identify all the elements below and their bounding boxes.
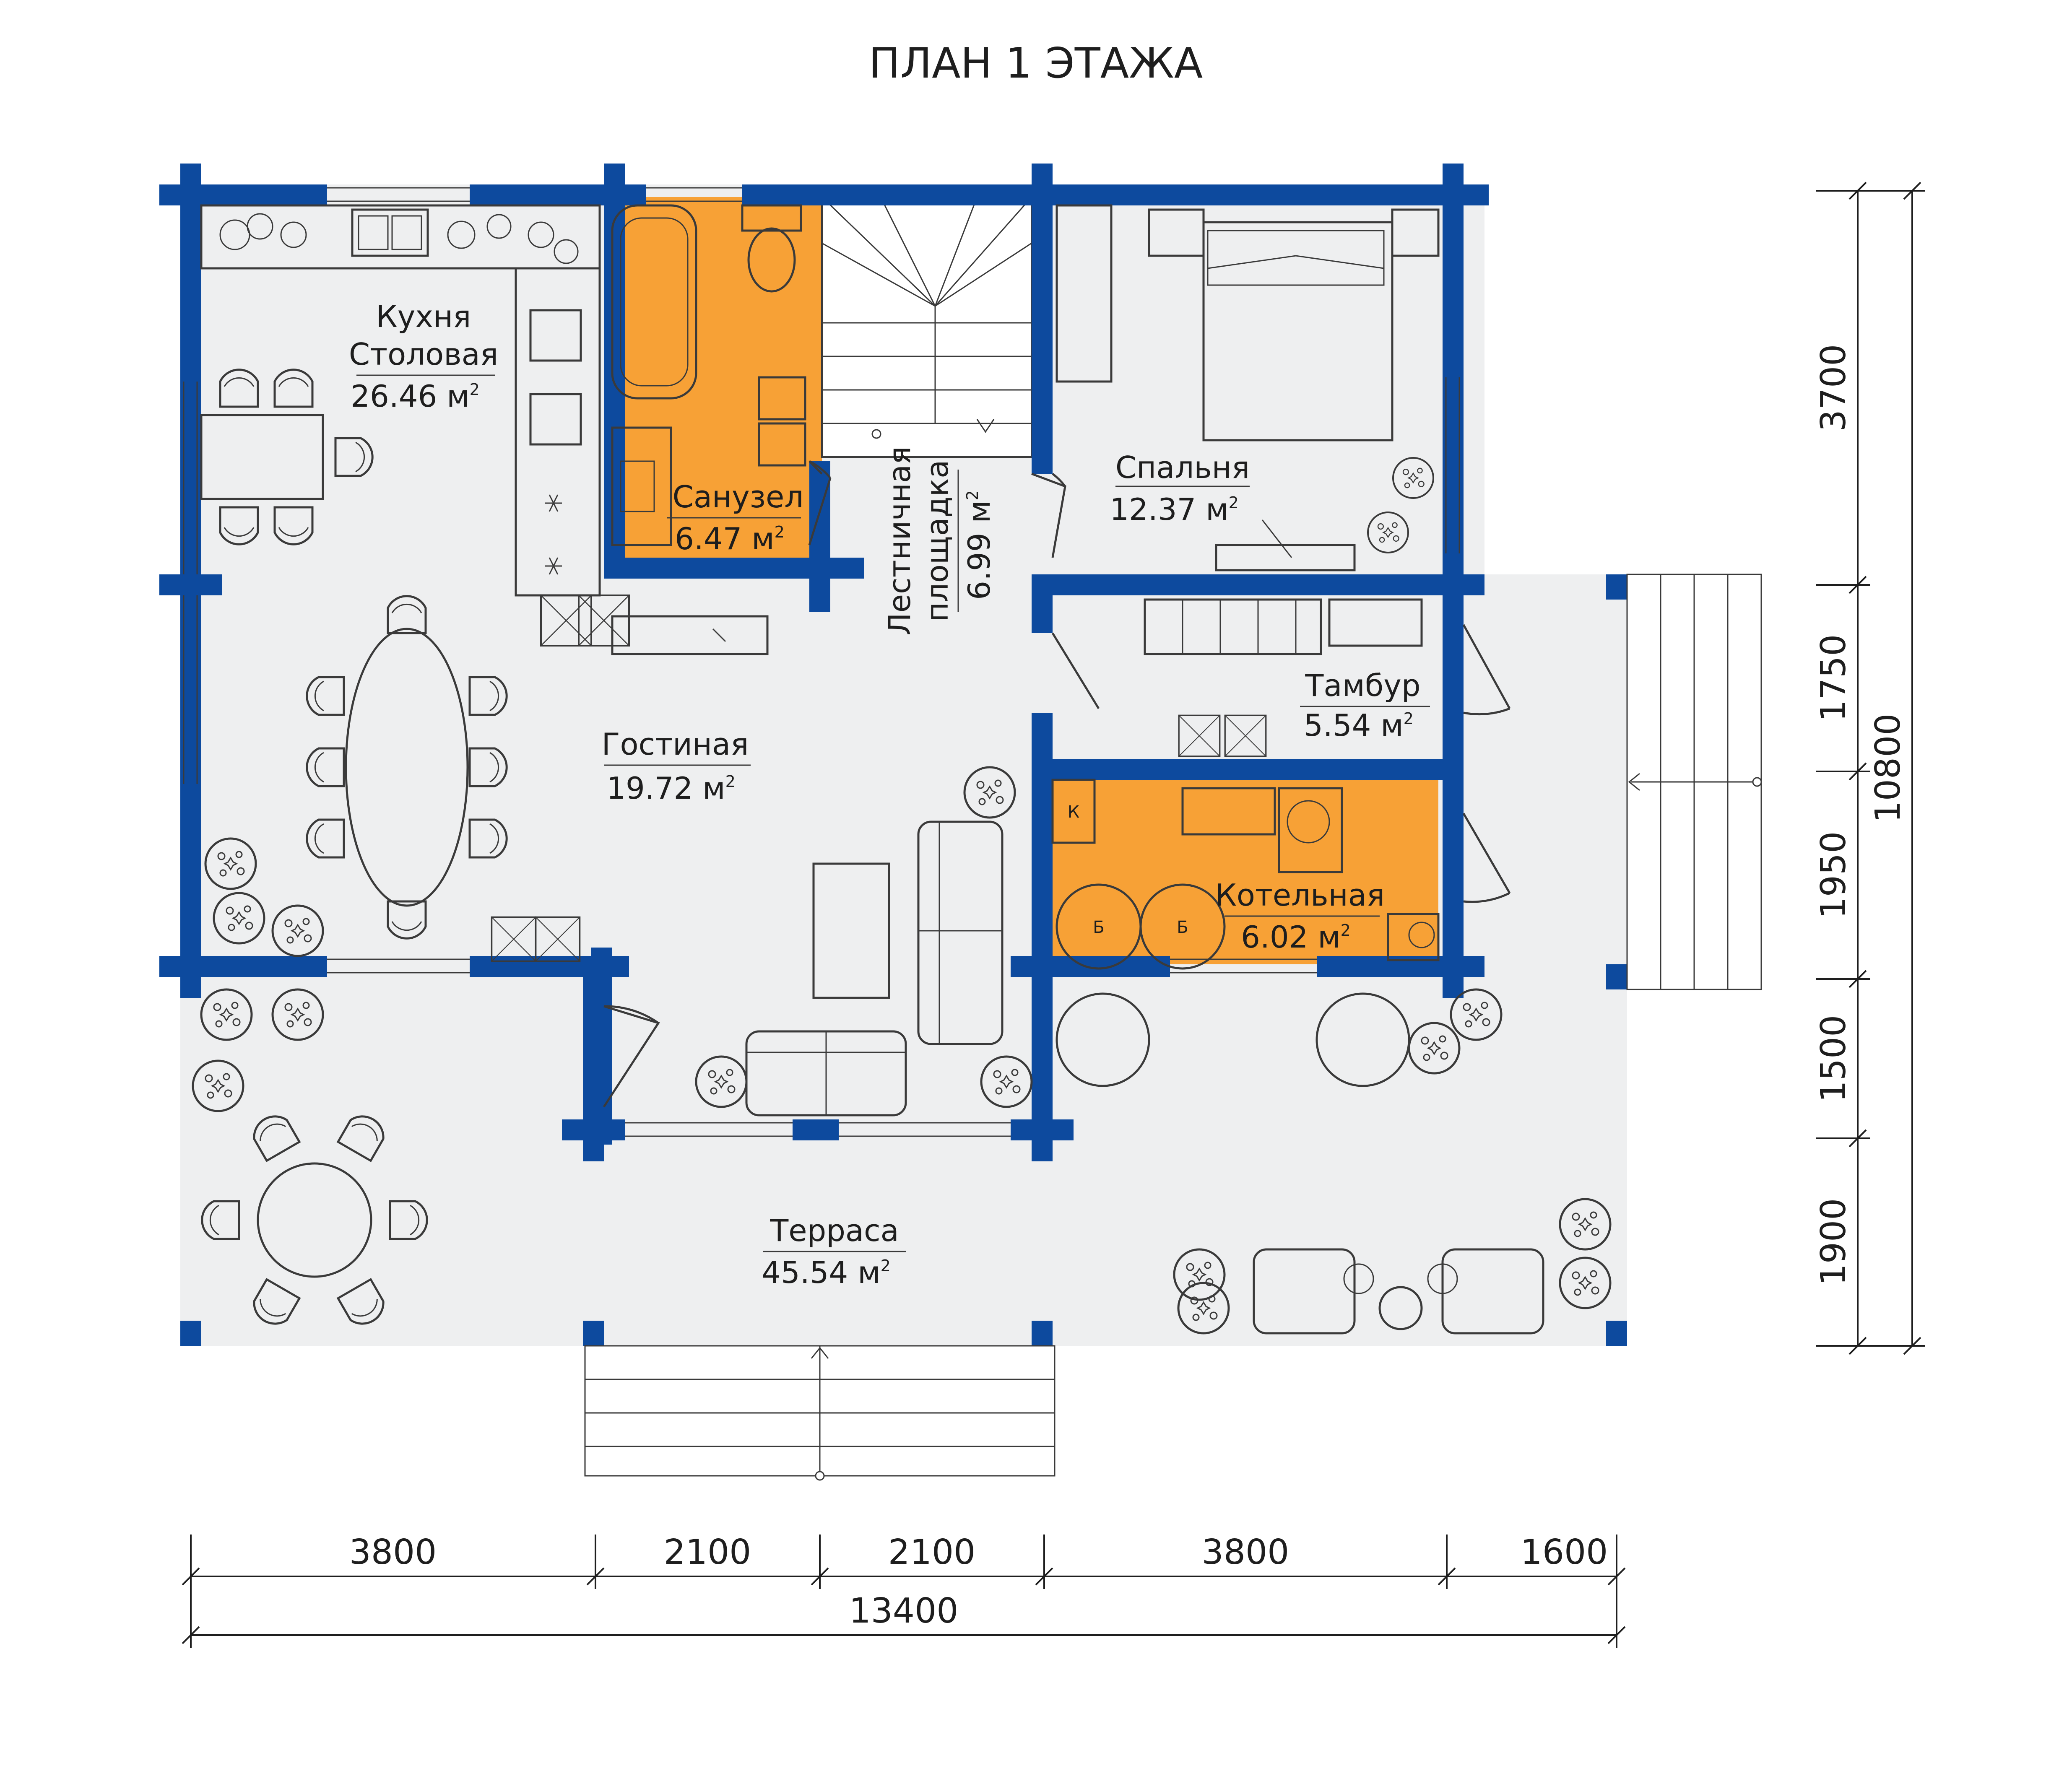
vestibule-furniture	[1144, 598, 1423, 757]
living-label: Гостиная	[602, 727, 749, 762]
dim-right-total: 10800	[1868, 714, 1908, 823]
kitchen-label-1: Кухня	[376, 299, 471, 334]
boiler-area: 6.02 м2	[1241, 919, 1351, 955]
stair-label-1: Лестничная	[882, 447, 917, 636]
side-steps	[1626, 574, 1762, 990]
stair-label-2: площадка	[920, 460, 955, 622]
dim-bottom-4: 3800	[1202, 1532, 1289, 1572]
boiler-tank-label-2: Б	[1177, 918, 1188, 937]
dim-right-1: 3700	[1814, 344, 1854, 432]
dining-table	[307, 596, 507, 938]
boiler-k-label: К	[1068, 802, 1079, 822]
kitchen-furniture	[200, 204, 629, 646]
windows	[183, 187, 1460, 1137]
dim-bottom-total: 13400	[849, 1591, 959, 1631]
kitchen-area: 26.46 м2	[351, 379, 480, 414]
bathroom-area: 6.47 м2	[675, 521, 785, 556]
dim-right-3: 1950	[1814, 831, 1854, 919]
room-labels: Кухня Столовая 26.46 м2 Санузел 6.47 м2 …	[349, 299, 1430, 1290]
stair-area: 6.99 м2	[962, 490, 997, 600]
kitchen-label-2: Столовая	[349, 337, 498, 372]
doors	[603, 460, 1511, 1108]
terrace-front-floor	[180, 973, 1074, 1346]
dim-bottom-3: 2100	[888, 1532, 976, 1572]
dim-bottom-1: 3800	[349, 1532, 437, 1572]
living-area: 19.72 м2	[606, 771, 736, 806]
dim-right-2: 1750	[1814, 634, 1854, 722]
dim-right-4: 1500	[1814, 1015, 1854, 1103]
living-sofas	[491, 615, 1004, 1117]
boiler-tank-label-1: Б	[1093, 918, 1104, 937]
terrace-area: 45.54 м2	[762, 1255, 891, 1290]
bottom-dimensions: 3800 2100 2100 3800 1600 13400	[182, 1532, 1626, 1648]
staircase	[821, 196, 1032, 458]
plan-title: ПЛАН 1 ЭТАЖА	[869, 39, 1203, 88]
bedroom-furniture	[1055, 204, 1440, 571]
bathroom-fixtures	[611, 204, 806, 546]
right-dimensions: 3700 1750 1950 1500 1900 10800	[1814, 182, 1925, 1355]
dim-right-5: 1900	[1814, 1198, 1854, 1286]
bedroom-area: 12.37 м2	[1110, 492, 1239, 527]
terrace-label: Терраса	[770, 1213, 899, 1248]
bedroom-label: Спальня	[1115, 450, 1250, 485]
boiler-label: Котельная	[1215, 878, 1385, 913]
dim-bottom-5: 1600	[1521, 1532, 1608, 1572]
bathroom-label: Санузел	[673, 479, 804, 514]
walls	[159, 164, 1627, 1346]
vestibule-area: 5.54 м2	[1304, 708, 1414, 743]
front-steps	[584, 1345, 1055, 1481]
boiler-floor	[1048, 780, 1438, 964]
vestibule-label: Тамбур	[1305, 668, 1420, 703]
dim-bottom-2: 2100	[664, 1532, 751, 1572]
terrace-furniture	[202, 992, 1544, 1335]
boiler-equipment: К Б Б	[1051, 779, 1440, 970]
